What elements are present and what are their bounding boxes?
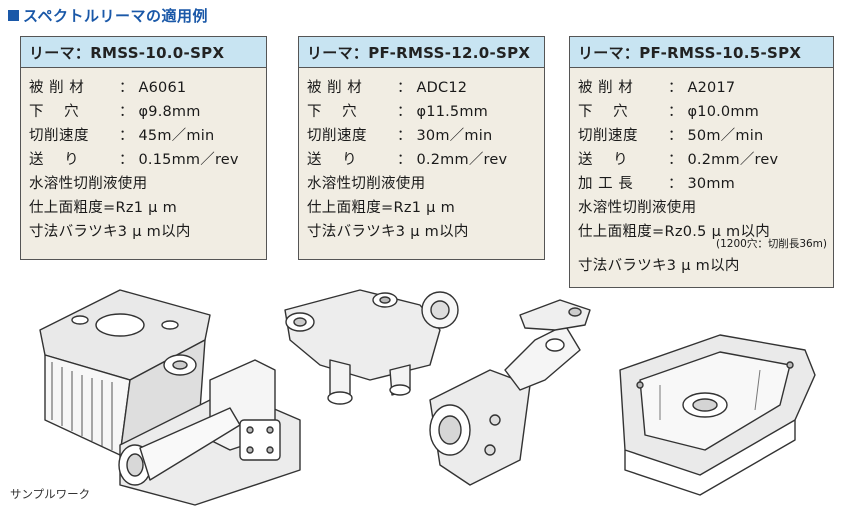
- reamer-card-1: リーマ：RMSS-10.0-SPX 被 削 材 ： A6061 下 穴 ： φ9.8…: [20, 36, 267, 260]
- spec-value: ： 0.2mm／rev: [397, 151, 508, 168]
- spec-label: 切削速度: [307, 127, 367, 144]
- spec-value: ： φ9.8mm: [119, 103, 201, 120]
- workpiece-oil-pan-image: [619, 334, 816, 496]
- spec-row-feed: 送 り ： 0.2mm／rev: [578, 146, 833, 170]
- spec-line-tolerance: 寸法バラツキ3 μ m以内: [307, 223, 469, 240]
- sample-workpieces-illustration: [39, 289, 816, 506]
- spec-row-material: 被 削 材 ： ADC12: [307, 74, 544, 98]
- spec-label: 下 穴: [307, 103, 358, 120]
- spec-label: 切削速度: [29, 127, 89, 144]
- workpiece-manifold-image: [284, 289, 459, 405]
- spec-row-pilot-hole: 下 穴 ： φ11.5mm: [307, 98, 544, 122]
- spec-label: 被 削 材: [29, 79, 85, 96]
- spec-line-roughness: 仕上面粗度=Rz1 μ m: [29, 199, 178, 216]
- spec-row-length: 加 工 長 ： 30mm: [578, 170, 833, 194]
- spec-value: ： 0.15mm／rev: [119, 151, 239, 168]
- spec-line-coolant: 水溶性切削液使用: [307, 175, 426, 192]
- spec-row-material: 被 削 材 ： A2017: [578, 74, 833, 98]
- reamer-card-2: リーマ：PF-RMSS-12.0-SPX 被 削 材 ： ADC12 下 穴 ： φ…: [298, 36, 545, 260]
- workpiece-bracket-image: [429, 299, 591, 486]
- spec-label: 加 工 長: [578, 175, 634, 192]
- spec-value: ： ADC12: [397, 79, 468, 96]
- spec-value: ： φ10.0mm: [668, 103, 760, 120]
- spec-line-tolerance: 寸法バラツキ3 μ m以内: [578, 257, 740, 274]
- spec-label: 被 削 材: [578, 79, 634, 96]
- spec-line-coolant: 水溶性切削液使用: [29, 175, 148, 192]
- reamer-card-title: リーマ：PF-RMSS-12.0-SPX: [299, 37, 544, 68]
- spec-line-tolerance: 寸法バラツキ3 μ m以内: [29, 223, 191, 240]
- spec-row-cutting-speed: 切削速度 ： 50m／min: [578, 122, 833, 146]
- spec-value: ： φ11.5mm: [397, 103, 489, 120]
- sample-work-caption: サンプルワーク: [10, 487, 91, 501]
- heading-title: スペクトルリーマの適用例: [23, 6, 208, 25]
- spec-label: 被 削 材: [307, 79, 363, 96]
- spec-value: ： 30m／min: [397, 127, 493, 144]
- spec-row-cutting-speed: 切削速度 ： 30m／min: [307, 122, 544, 146]
- spec-row-pilot-hole: 下 穴 ： φ10.0mm: [578, 98, 833, 122]
- spec-row-feed: 送 り ： 0.15mm／rev: [29, 146, 266, 170]
- spec-label: 下 穴: [578, 103, 629, 120]
- spec-row-feed: 送 り ： 0.2mm／rev: [307, 146, 544, 170]
- workpiece-cylinder-block-image: [39, 289, 211, 456]
- spec-value: ： A6061: [119, 79, 187, 96]
- spec-value: ： 45m／min: [119, 127, 215, 144]
- spec-row-material: 被 削 材 ： A6061: [29, 74, 266, 98]
- spec-label: 送 り: [307, 151, 358, 168]
- spec-label: 切削速度: [578, 127, 638, 144]
- spec-line-roughness: 仕上面粗度=Rz0.5 μ m以内: [578, 223, 771, 240]
- spec-value: ： 30mm: [668, 175, 736, 192]
- section-heading: スペクトルリーマの適用例: [8, 4, 208, 26]
- spec-label: 送 り: [578, 151, 629, 168]
- reamer-card-3: リーマ：PF-RMSS-10.5-SPX 被 削 材 ： A2017 下 穴 ： φ…: [569, 36, 834, 288]
- spec-value: ： 50m／min: [668, 127, 764, 144]
- heading-square-icon: [8, 9, 19, 21]
- spec-line-coolant: 水溶性切削液使用: [578, 199, 697, 216]
- spec-value: ： 0.2mm／rev: [668, 151, 779, 168]
- spec-line-roughness: 仕上面粗度=Rz1 μ m: [307, 199, 456, 216]
- reamer-card-title: リーマ：PF-RMSS-10.5-SPX: [570, 37, 833, 68]
- reamer-card-title: リーマ：RMSS-10.0-SPX: [21, 37, 266, 68]
- spec-label: 下 穴: [29, 103, 80, 120]
- spec-row-cutting-speed: 切削速度 ： 45m／min: [29, 122, 266, 146]
- workpiece-pump-body-image: [118, 359, 301, 506]
- spec-value: ： A2017: [668, 79, 736, 96]
- spec-row-pilot-hole: 下 穴 ： φ9.8mm: [29, 98, 266, 122]
- spec-note-holes: (1200穴：切削長36m): [716, 238, 828, 250]
- spec-label: 送 り: [29, 151, 80, 168]
